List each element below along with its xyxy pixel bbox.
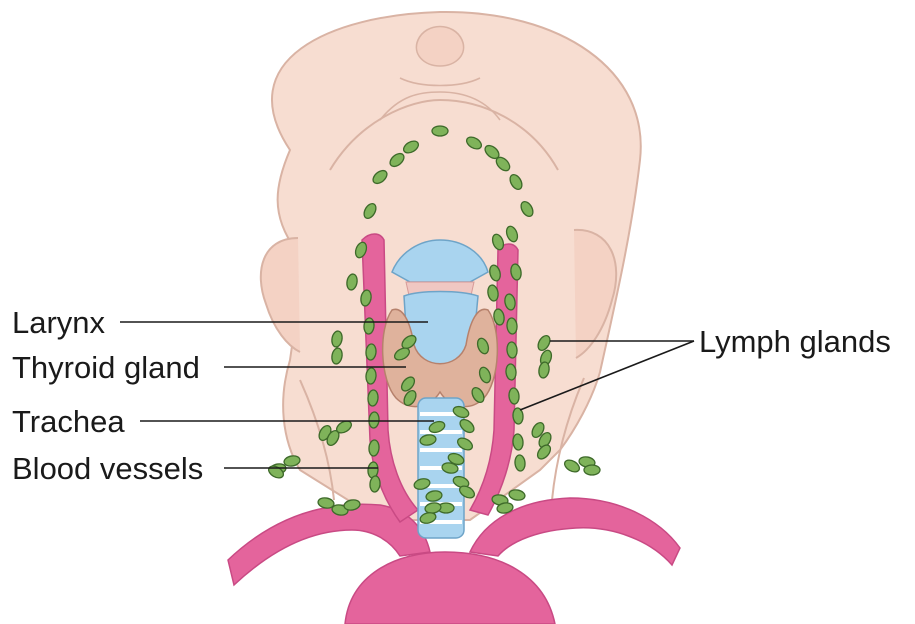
label-lymph-glands: Lymph glands [699, 324, 891, 359]
right-ear [574, 230, 616, 358]
label-thyroid-gland: Thyroid gland [12, 350, 200, 385]
left-ear [261, 238, 300, 352]
label-trachea: Trachea [12, 404, 125, 439]
lymph-gland [584, 465, 600, 475]
aortic-arch [345, 552, 555, 624]
nose-contour [416, 27, 463, 67]
lymph-gland [432, 126, 448, 136]
label-blood-vessels: Blood vessels [12, 451, 203, 486]
label-larynx: Larynx [12, 305, 106, 340]
lymph-gland [508, 489, 525, 502]
